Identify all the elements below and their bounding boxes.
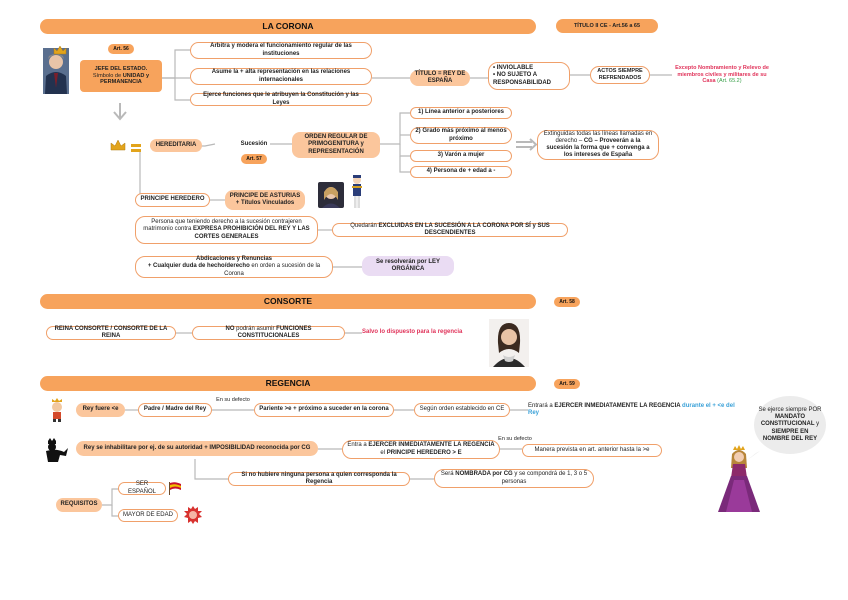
- pariente-mayor-edad: Pariente >e + próximo a suceder en la co…: [254, 403, 394, 417]
- entra-principe-heredero: Entra a EJERCER INMEDIATAMENTE LA REGENC…: [342, 440, 500, 459]
- section-title-corona: LA CORONA: [40, 19, 536, 34]
- no-b: podrán asumir: [234, 325, 277, 332]
- extinguidas-b: CG – Proveerán a la sucesión la forma qu…: [546, 137, 650, 159]
- king-silhouette-icon: [42, 438, 70, 462]
- excluidas-sucesion: Quedarán EXCLUIDAS EN LA SUCESIÓN A LA C…: [332, 223, 568, 237]
- spain-flag-icon: [168, 481, 182, 495]
- principe-asturias: PRINCIPE DE ASTURIAS + Títulos Vinculado…: [225, 190, 305, 210]
- child-king-icon: [48, 398, 66, 422]
- ser-espanol: SER ESPAÑOL: [118, 481, 166, 495]
- funcion-constitucion: Ejerce funciones que le atribuyen la Con…: [190, 92, 372, 106]
- mandato-bubble: Se ejerce siempre POR MANDATO CONSTITUCI…: [754, 396, 826, 454]
- equals-icon: [130, 140, 142, 152]
- rey-menor-edad: Rey fuere <e: [76, 403, 125, 417]
- entrara-c: durante el + <e del Rey: [528, 402, 735, 416]
- en-su-defecto-2: En su defecto: [498, 435, 532, 442]
- no-funciones-constitucionales: NO podrán asumir FUNCIONES CONSTITUCIONA…: [192, 326, 345, 340]
- no-a: NO: [225, 325, 235, 332]
- principe-heredero: PRINCIPE HEREDERO: [135, 193, 210, 207]
- duda-b: en orden a sucesión de la Corona: [224, 263, 321, 277]
- jefe-del-estado-box: JEFE DEL ESTADO. Símbolo de UNIDAD y PER…: [80, 60, 162, 92]
- abdicaciones-text: Abdicaciones y Renuncias: [195, 256, 273, 263]
- titulo-rey-espana: TÍTULO = REY DE ESPAÑA: [410, 70, 470, 86]
- art-59-badge: Art. 59: [554, 379, 580, 389]
- art-57-badge: Art. 57: [241, 154, 267, 164]
- sucesion-label: Sucesión: [240, 141, 268, 148]
- entrara-a: Entrará a: [528, 402, 555, 409]
- inviolable-box: • INVIOLABLE • NO SUJETO A RESPONSABILID…: [488, 62, 570, 90]
- nombrada-a: Será: [440, 471, 456, 478]
- bubble-a: Se ejerce siempre POR: [758, 407, 822, 414]
- regla-2: 2) Grado más próximo al menos próximo: [410, 127, 512, 144]
- excluidas-a: Quedarán: [350, 222, 379, 229]
- no-c: FUNCIONES CONSTITUCIONALES: [237, 325, 312, 339]
- art-56-badge: Art. 56: [108, 44, 134, 54]
- regla-4: 4) Persona de + edad a -: [410, 166, 512, 178]
- actos-refrendados: ACTOS SIEMPRE REFRENDADOS: [590, 66, 650, 84]
- manera-prevista: Manera prevista en art. anterior hasta l…: [522, 444, 662, 457]
- entra-c: el: [380, 449, 387, 456]
- salvo-regencia: Salvo lo dispuesto para la regencia: [362, 329, 463, 336]
- excepto-text: Excepto Nombramiento y Relevo de miembro…: [675, 65, 769, 85]
- no-hubiere-persona: Si no hubiere ninguna persona a quien co…: [228, 472, 410, 486]
- crown-icon: [53, 42, 67, 55]
- queen-portrait-icon: [489, 319, 529, 367]
- jefe-line2b: UNIDAD y PERMANENCIA: [100, 72, 150, 86]
- nombrada-por-cg: Será NOMBRADA por CG y se compondrá de 1…: [434, 469, 594, 488]
- rey-inhabilitado: Rey se inhabilitare por ej. de su autori…: [76, 441, 318, 456]
- king-portrait-icon: [43, 48, 69, 94]
- inhab-b: IMPOSIBILIDAD reconocida por CG: [209, 444, 311, 451]
- art-58-badge: Art. 58: [554, 297, 580, 307]
- regla-3: 3) Varón a mujer: [410, 150, 512, 162]
- orden-primogenitura: ORDEN REGULAR DE PRIMOGENITURA y REPRESE…: [292, 132, 380, 158]
- bubble-b: MANDATO CONSTITUCIONAL: [760, 414, 815, 428]
- entrara-regencia: Entrará a EJERCER INMEDIATAMENTE LA REGE…: [528, 403, 744, 417]
- matrimonio-a: Persona que teniendo derecho a la sucesi…: [143, 219, 302, 233]
- princess-portrait-icon: [318, 182, 344, 208]
- nombrada-b: NOMBRADA por CG: [455, 471, 513, 478]
- reina-consorte: REINA CONSORTE / CONSORTE DE LA REINA: [46, 326, 176, 340]
- matrimonio-b: EXPRESA PROHIBICIÓN DEL REY Y LAS CORTES…: [192, 226, 310, 240]
- section-title-regencia: REGENCIA: [40, 376, 536, 391]
- mayor-de-edad: MAYOR DE EDAD: [118, 509, 178, 522]
- extinguidas-lineas: Extinguidas todas las líneas llamadas en…: [537, 130, 659, 160]
- inhab-a: Rey se inhabilitare por ej. de su autori…: [83, 444, 210, 451]
- inviolable-text: • INVIOLABLE: [493, 65, 534, 72]
- nombrada-c: y se compondrá de 1, 3 o 5 personas: [501, 471, 588, 485]
- soldier-figure-icon: [346, 174, 368, 210]
- excluidas-b: EXCLUIDAS EN LA SUCESIÓN A LA CORONA POR…: [378, 222, 550, 236]
- ley-organica: Se resolverán por LEY ORGÁNICA: [362, 256, 454, 276]
- entra-a: Entra a: [347, 442, 369, 449]
- padre-madre-rey: Padre / Madre del Rey: [138, 403, 212, 417]
- hereditaria-label: HEREDITARIA: [150, 139, 202, 152]
- section-title-consorte: CONSORTE: [40, 294, 536, 309]
- bubble-tail: [746, 448, 760, 461]
- jefe-line1: JEFE DEL ESTADO.: [94, 65, 148, 72]
- no-sujeto-text: • NO SUJETO A RESPONSABILIDAD: [493, 72, 552, 86]
- regla-1: 1) Línea anterior a posteriores: [410, 107, 512, 119]
- excepto-nombramiento: Excepto Nombramiento y Relevo de miembro…: [672, 62, 772, 88]
- abdicaciones-renuncias: Abdicaciones y Renuncias + Cualquier dud…: [135, 256, 333, 278]
- segun-orden-ce: Según orden establecido en CE: [414, 403, 510, 417]
- jefe-line2a: Símbolo de: [92, 72, 123, 79]
- queen-regent-figure-icon: [716, 444, 762, 514]
- duda-a: + Cualquier duda de hecho/derecho: [147, 263, 250, 270]
- bubble-d: SIEMPRE EN NOMBRE DEL REY: [762, 428, 818, 442]
- crown-icon: [110, 138, 126, 151]
- requisitos-label: REQUISITOS: [56, 498, 102, 512]
- entrara-b: EJERCER INMEDIATAMENTE LA REGENCIA: [554, 402, 681, 409]
- age-badge-icon: [184, 506, 202, 524]
- titulo-ii-reference: TÍTULO II CE - Art.56 a 65: [556, 19, 658, 33]
- bubble-c: y: [814, 421, 820, 428]
- matrimonio-prohibicion: Persona que teniendo derecho a la sucesi…: [135, 216, 318, 244]
- extinguidas-a: Extinguidas todas las líneas llamadas en…: [543, 130, 653, 144]
- funcion-arbitra: Arbitra y modera el funcionamiento regul…: [190, 42, 372, 59]
- excepto-art: (Art. 65.2): [717, 78, 742, 85]
- funcion-representacion: Asume la + alta representación en las re…: [190, 68, 372, 85]
- entra-b: EJERCER INMEDIATAMENTE LA REGENCIA: [368, 442, 495, 449]
- entra-d: PRINCIPE HEREDERO > E: [386, 449, 462, 456]
- en-su-defecto-1: En su defecto: [216, 396, 250, 403]
